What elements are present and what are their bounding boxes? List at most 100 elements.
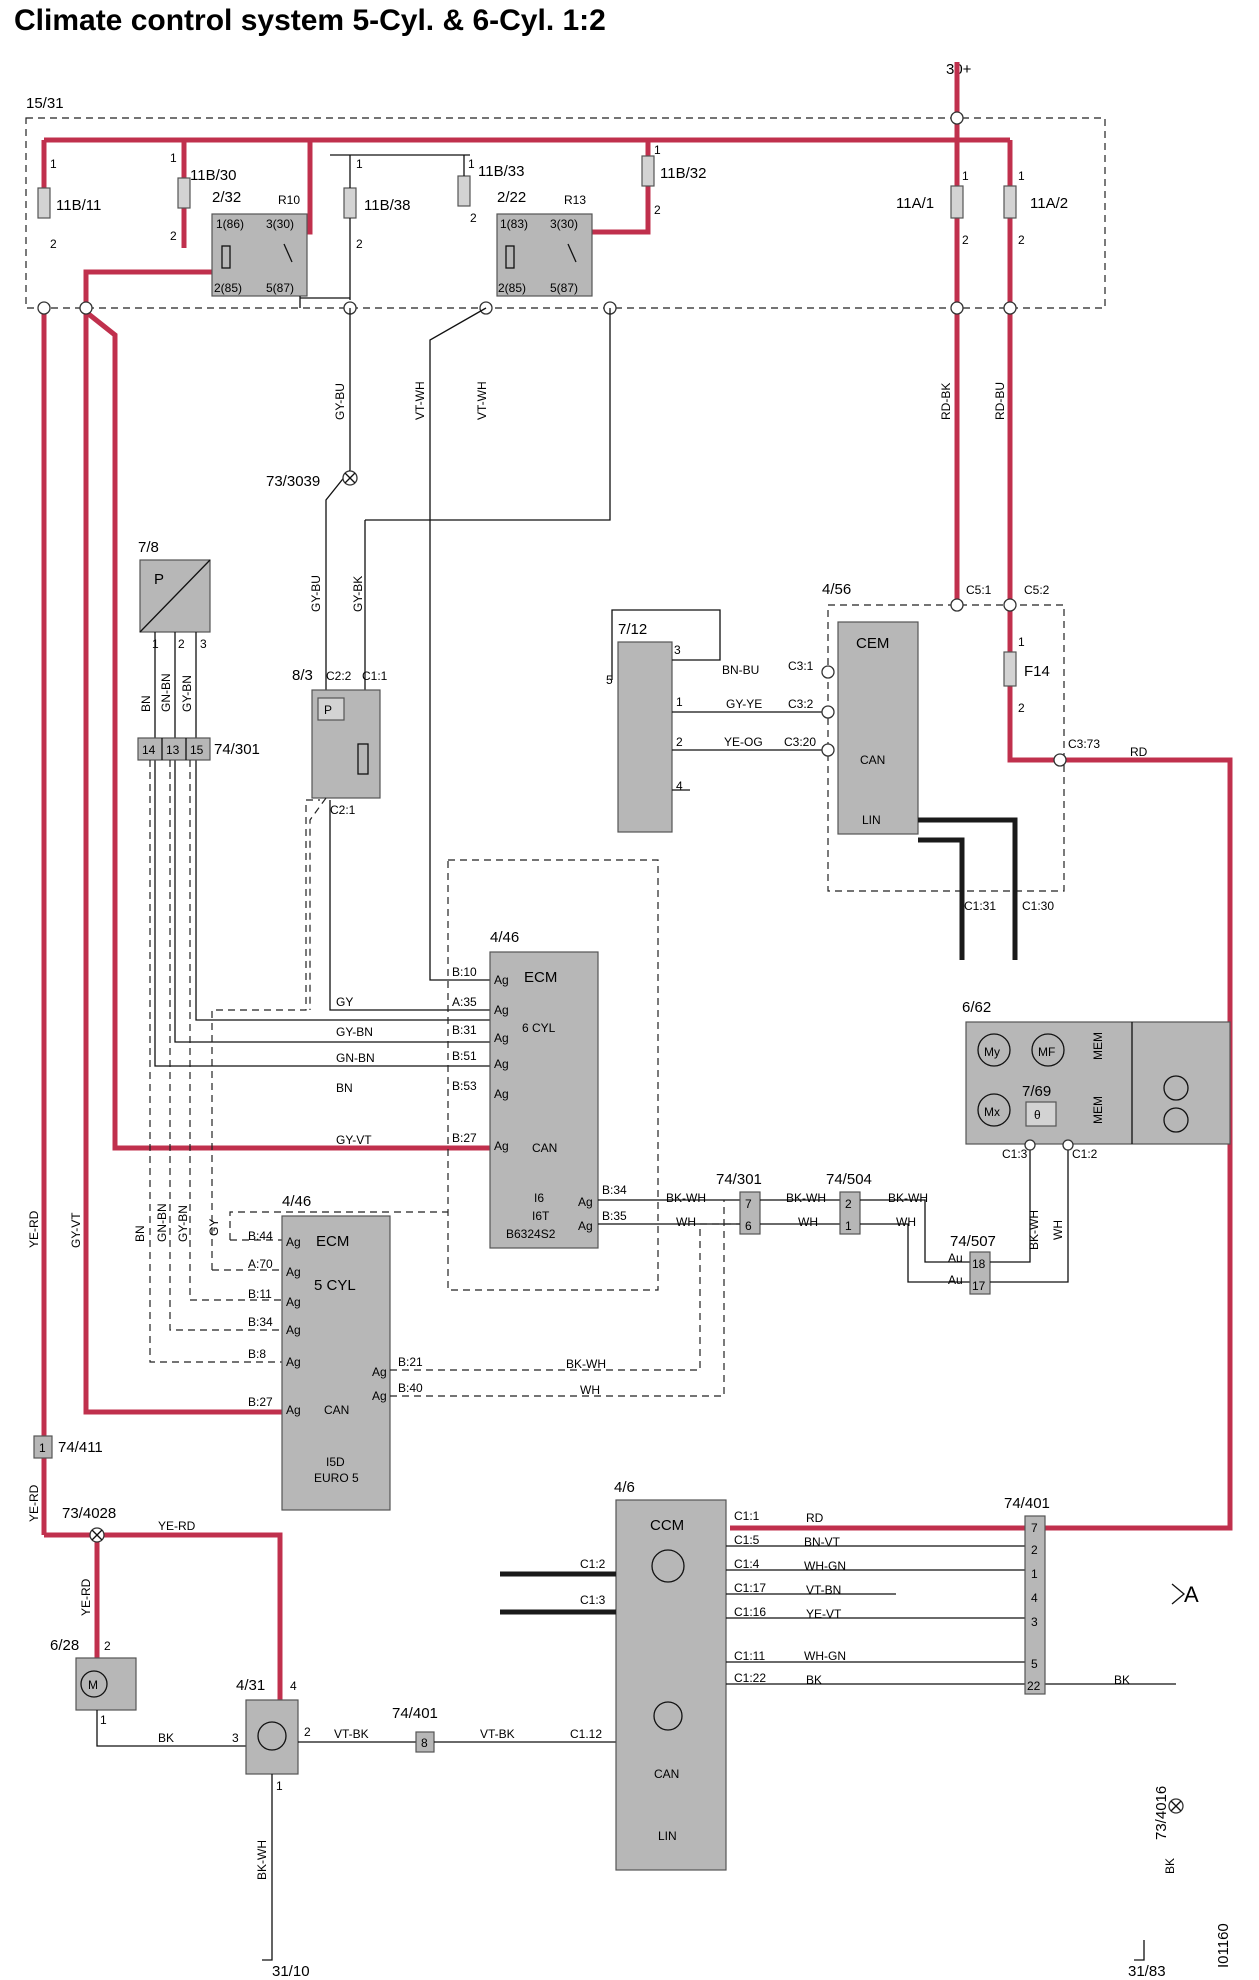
switch-7-12-pin5: 5 xyxy=(606,673,613,687)
ground-point-3039: 73/3039 xyxy=(266,470,358,490)
fuse-11b11-label: 11B/11 xyxy=(56,197,101,214)
fuse-11b38-pin2: 2 xyxy=(356,237,363,251)
node-30 xyxy=(950,111,964,125)
actuator-6-62: 6/62 My MF Mx MEM MEM xyxy=(962,999,1231,1145)
wire-label-gy-bn-ecm: GY-BN xyxy=(336,1025,373,1039)
ground-point-4016-label: 73/4016 xyxy=(1153,1786,1170,1840)
wire-label-wh-5: WH xyxy=(580,1383,600,1397)
wire-label-bn: BN xyxy=(139,695,153,712)
connector-74-507-id: 74/507 xyxy=(950,1233,996,1250)
pressure-switch-c22: C2:2 xyxy=(326,669,352,683)
connector-74-401-right-pin7: 7 xyxy=(1031,1521,1038,1535)
ground-point-3039-label: 73/3039 xyxy=(266,473,320,490)
temp-sensor-c13: C1:3 xyxy=(1002,1147,1028,1161)
actuator-motor-my: My xyxy=(984,1045,1000,1059)
connector-74-411-id: 74/411 xyxy=(58,1439,103,1456)
switch-7-12-pin3: 3 xyxy=(674,643,681,657)
temp-sensor-symbol: θ xyxy=(1034,1108,1041,1122)
ecm6-engine-2: I6T xyxy=(532,1209,550,1223)
wire-label-gy-bu-2: GY-BU xyxy=(309,575,323,612)
ccm-c11: C1:1 xyxy=(734,1509,760,1523)
switch-7-12-pin1: 1 xyxy=(676,695,683,709)
fuse-11b33-pin2: 2 xyxy=(470,211,477,225)
ecm5-ag-r1: Ag xyxy=(372,1365,387,1379)
wire-label-wh-gn: WH-GN xyxy=(804,1559,846,1573)
ecm5-pin-b11: B:11 xyxy=(248,1287,272,1301)
connector-74-301-left-pin-13: 13 xyxy=(166,743,180,757)
fan-controller-pin4: 4 xyxy=(290,1679,297,1693)
ecm5-ag-6: Ag xyxy=(286,1403,301,1417)
continuation-a: A xyxy=(1184,1582,1199,1607)
ecm6-engine-3: B6324S2 xyxy=(506,1227,556,1241)
wire-label-gy: GY xyxy=(336,995,353,1009)
diagram-title: Climate control system 5-Cyl. & 6-Cyl. 1… xyxy=(14,4,606,37)
fuse-11a2-pin1: 1 xyxy=(1018,169,1025,183)
power-wire-gy-vt xyxy=(84,310,490,1151)
pressure-sensor-7-8-id: 7/8 xyxy=(138,539,159,556)
actuator-motor-mx: Mx xyxy=(984,1105,1000,1119)
ecm5-pin-b27: B:27 xyxy=(248,1395,273,1409)
fan-controller-id: 4/31 xyxy=(236,1677,265,1694)
fuse-11a2-pin2: 2 xyxy=(1018,233,1025,247)
wire-vt-wh-a xyxy=(429,307,490,981)
ccm-c15: C1:5 xyxy=(734,1533,760,1547)
wire-label-gn-bn: GN-BN xyxy=(159,673,173,712)
ccm-can: CAN xyxy=(654,1767,679,1781)
node-fb-2 xyxy=(79,301,93,315)
connector-74-504: 74/504 2 1 xyxy=(826,1171,872,1235)
fuse-11a1-pin1: 1 xyxy=(962,169,969,183)
relay-2-32-pin-85: 2(85) xyxy=(214,281,242,295)
wire-label-bn-vt: BN-VT xyxy=(804,1535,841,1549)
ground-point-4028-label: 73/4028 xyxy=(62,1505,116,1522)
node-fb-1 xyxy=(37,301,51,315)
ecm6-pin-b51: B:51 xyxy=(452,1049,477,1063)
switch-7-12: 7/12 3 5 1 2 4 xyxy=(606,621,683,833)
ecm6-ag-r1: Ag xyxy=(578,1195,593,1209)
cem-c51: C5:1 xyxy=(966,583,992,597)
connector-74-401-right-pin2: 2 xyxy=(1031,1543,1038,1557)
wire-label-vt-wh-a: VT-WH xyxy=(413,381,427,420)
ecm6-can: CAN xyxy=(532,1141,557,1155)
relay-2-32-pin-30: 3(30) xyxy=(266,217,294,231)
node-fb-7 xyxy=(1003,301,1017,315)
ccm-lin: LIN xyxy=(658,1829,677,1843)
pressure-switch-id: 8/3 xyxy=(292,667,313,684)
ecm5-pin-b44: B:44 xyxy=(248,1229,273,1243)
actuator-motor-mf: MF xyxy=(1038,1045,1055,1059)
wire-label-rd-bk: RD-BK xyxy=(939,383,953,420)
ecm5-pin-b40: B:40 xyxy=(398,1381,423,1395)
cem-c32: C3:2 xyxy=(788,697,814,711)
connector-74-401-right-id: 74/401 xyxy=(1004,1495,1050,1512)
fan-motor-symbol: M xyxy=(88,1678,98,1692)
fuse-11b30-label: 11B/30 xyxy=(190,167,236,184)
connector-74-301-mid-id: 74/301 xyxy=(716,1171,762,1188)
temp-sensor-7-69: 7/69 θ C1:3 C1:2 xyxy=(1002,1083,1098,1161)
connector-74-504-id: 74/504 xyxy=(826,1171,872,1188)
ecm5-ag-r2: Ag xyxy=(372,1389,387,1403)
fuse-11a1: 11A/1 1 2 xyxy=(896,169,969,247)
wire-label-bk-wh-3: BK-WH xyxy=(888,1191,928,1205)
ecm5-engine-1: I5D xyxy=(326,1455,345,1469)
fuse-box-outline xyxy=(25,117,1106,309)
wire-label-wh-3: WH xyxy=(896,1215,916,1229)
ecm5-ag-2: Ag xyxy=(286,1265,301,1279)
fuse-11b11-pin2: 2 xyxy=(50,237,57,251)
connector-74-401-bottom: 8 74/401 xyxy=(392,1705,438,1753)
wire-label-bk-wh-4: BK-WH xyxy=(1027,1210,1041,1250)
pressure-switch-symbol: P xyxy=(324,703,332,717)
fan-controller-pin2: 2 xyxy=(304,1725,311,1739)
connector-74-507-pin17: 17 xyxy=(972,1279,986,1293)
ccm-c117: C1:17 xyxy=(734,1581,766,1595)
ccm-4-6: 4/6 CCM CAN LIN C1:2 C1:3 C1.12 C1:1 C1:… xyxy=(570,1479,766,1871)
ecm6-id: 4/46 xyxy=(490,929,519,946)
wire-label-gy-bn: GY-BN xyxy=(180,675,194,712)
connector-74-301-mid: 74/301 7 6 xyxy=(716,1171,762,1235)
connector-74-411-pin: 1 xyxy=(39,1441,46,1455)
relay-2-22-id: 2/22 xyxy=(497,189,526,206)
wire-label-ye-og: YE-OG xyxy=(724,735,763,749)
wire-label-bk-wh-2: BK-WH xyxy=(786,1191,826,1205)
wire-label-ye-rd-4: YE-RD xyxy=(79,1578,93,1616)
cem-id: 4/56 xyxy=(822,581,851,598)
connector-74-507-pin18: 18 xyxy=(972,1257,986,1271)
ecm5-ag-4: Ag xyxy=(286,1323,301,1337)
